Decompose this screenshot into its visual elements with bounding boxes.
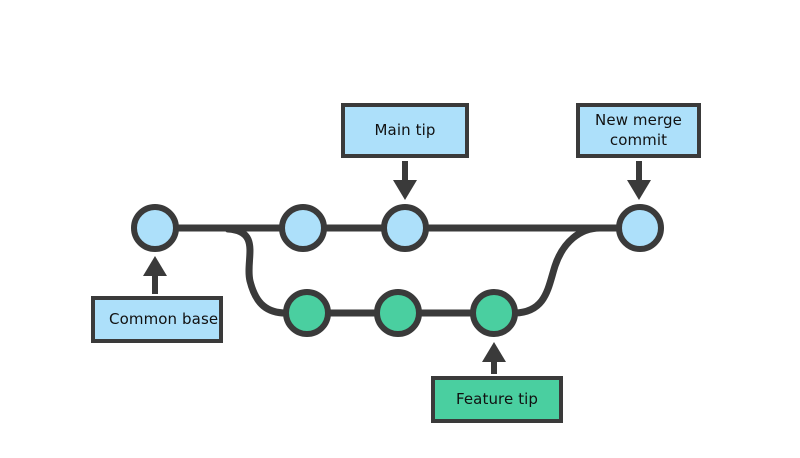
commit-node-main-c2[interactable] — [279, 204, 327, 252]
label-box-feature-tip[interactable]: Feature tip — [431, 376, 563, 423]
arrow-up-feature-tip-icon — [482, 342, 506, 374]
commit-node-main-c3[interactable] — [381, 204, 429, 252]
label-box-main-tip[interactable]: Main tip — [341, 103, 469, 158]
branch-lines — [172, 224, 623, 317]
label-text-new-merge-commit: New merge commit — [595, 110, 682, 149]
edge-fork-main-to-feature — [224, 225, 290, 317]
arrow-down-main-tip-icon — [393, 161, 417, 200]
commit-node-main-c1[interactable] — [131, 204, 179, 252]
arrow-down-new-merge-icon — [627, 161, 651, 200]
commit-node-feature-c1[interactable] — [283, 289, 331, 337]
label-box-common-base[interactable]: Common base — [91, 296, 223, 343]
arrow-up-common-base-icon — [143, 256, 167, 294]
label-text-common-base: Common base — [109, 309, 219, 328]
label-text-feature-tip: Feature tip — [455, 389, 539, 408]
commit-nodes — [131, 204, 664, 337]
commit-node-feature-c2[interactable] — [374, 289, 422, 337]
commit-node-main-merge[interactable] — [616, 204, 664, 252]
label-box-new-merge-commit[interactable]: New merge commit — [576, 103, 701, 158]
commit-node-feature-c3[interactable] — [470, 289, 518, 337]
annotation-arrows — [143, 161, 651, 374]
edge-merge-feature-to-main — [511, 224, 623, 317]
label-text-main-tip: Main tip — [374, 120, 436, 139]
